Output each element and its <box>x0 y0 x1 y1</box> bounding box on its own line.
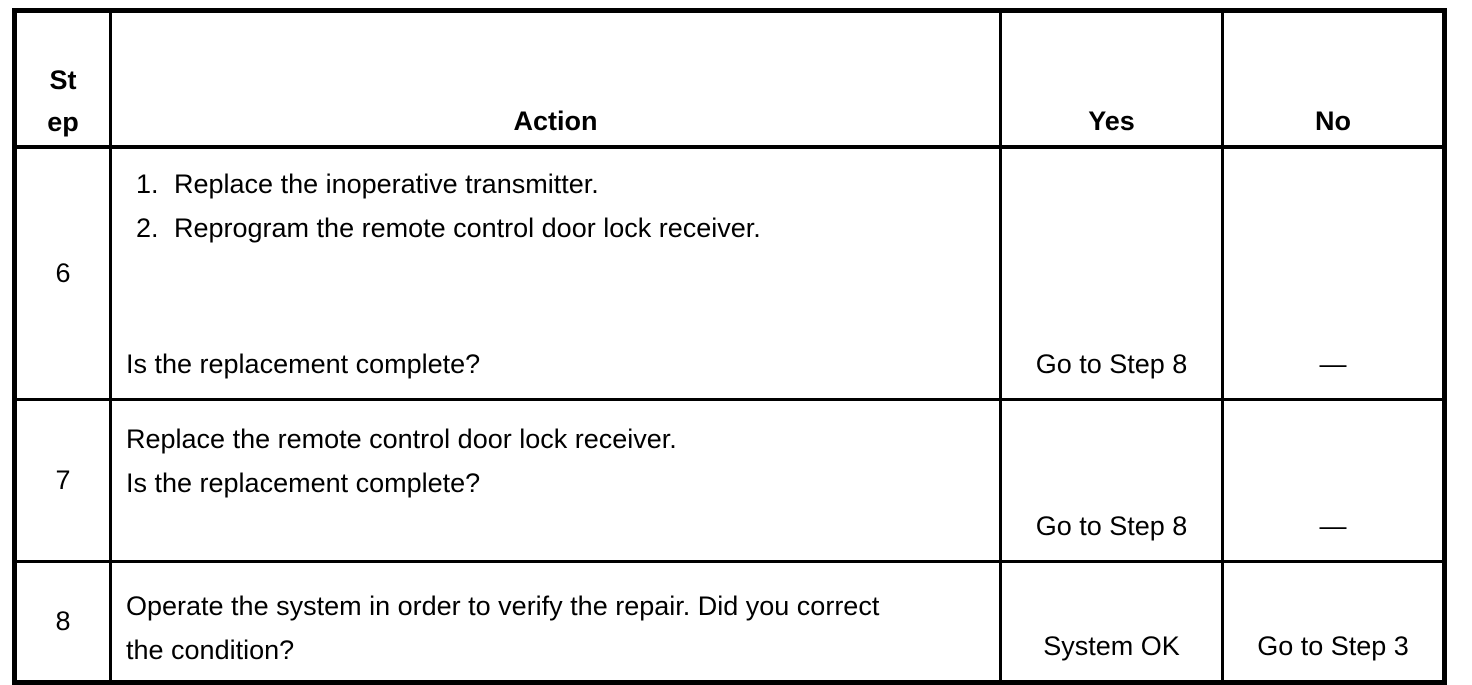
action-question: the condition? <box>126 634 295 665</box>
action-question: Is the replacement complete? <box>126 467 481 498</box>
table-row-step-6: 6 1. Replace the inoperative transmitter.… <box>13 145 1446 401</box>
action-cell: 1. Replace the inoperative transmitter. 2… <box>109 145 1002 401</box>
step-number-cell: 6 <box>13 145 112 401</box>
yes-cell: Go to Step 8 <box>999 397 1224 563</box>
action-line: Replace the remote control door lock rec… <box>126 423 677 454</box>
list-item-text: Replace the inoperative transmitter. <box>174 169 599 199</box>
action-list-item: 1. Replace the inoperative transmitter. <box>126 162 989 206</box>
action-numbered-list: 1. Replace the inoperative transmitter. 2… <box>126 162 989 250</box>
action-cell: Replace the remote control door lock rec… <box>109 397 1002 563</box>
action-cell: Operate the system in order to verify th… <box>109 559 1002 684</box>
no-cell: — <box>1221 397 1446 563</box>
list-item-number: 2. <box>136 213 159 243</box>
step-header-line2: ep <box>47 107 79 137</box>
action-list-item: 2. Reprogram the remote control door lock… <box>126 206 989 250</box>
header-cell-no: No <box>1221 9 1446 149</box>
yes-cell: System OK <box>999 559 1224 684</box>
no-cell: Go to Step 3 <box>1221 559 1446 684</box>
header-cell-yes: Yes <box>999 9 1224 149</box>
header-cell-action: Action <box>109 9 1002 149</box>
diagnostic-table: St ep Action Yes No 6 1. Replace the inop… <box>12 8 1447 685</box>
table-row-step-7: 7 Replace the remote control door lock r… <box>13 397 1446 563</box>
action-line: Operate the system in order to verify th… <box>126 590 880 621</box>
step-number-cell: 8 <box>13 559 112 684</box>
header-cell-step: St ep <box>13 9 112 149</box>
no-cell: — <box>1221 145 1446 401</box>
action-question: Is the replacement complete? <box>126 349 481 379</box>
yes-cell: Go to Step 8 <box>999 145 1224 401</box>
step-header-line1: St <box>49 65 77 95</box>
list-item-text: Reprogram the remote control door lock r… <box>174 213 761 243</box>
step-number-cell: 7 <box>13 397 112 563</box>
list-item-number: 1. <box>136 169 159 199</box>
header-row: St ep Action Yes No <box>13 9 1446 149</box>
table-row-step-8: 8 Operate the system in order to verify … <box>13 559 1446 684</box>
